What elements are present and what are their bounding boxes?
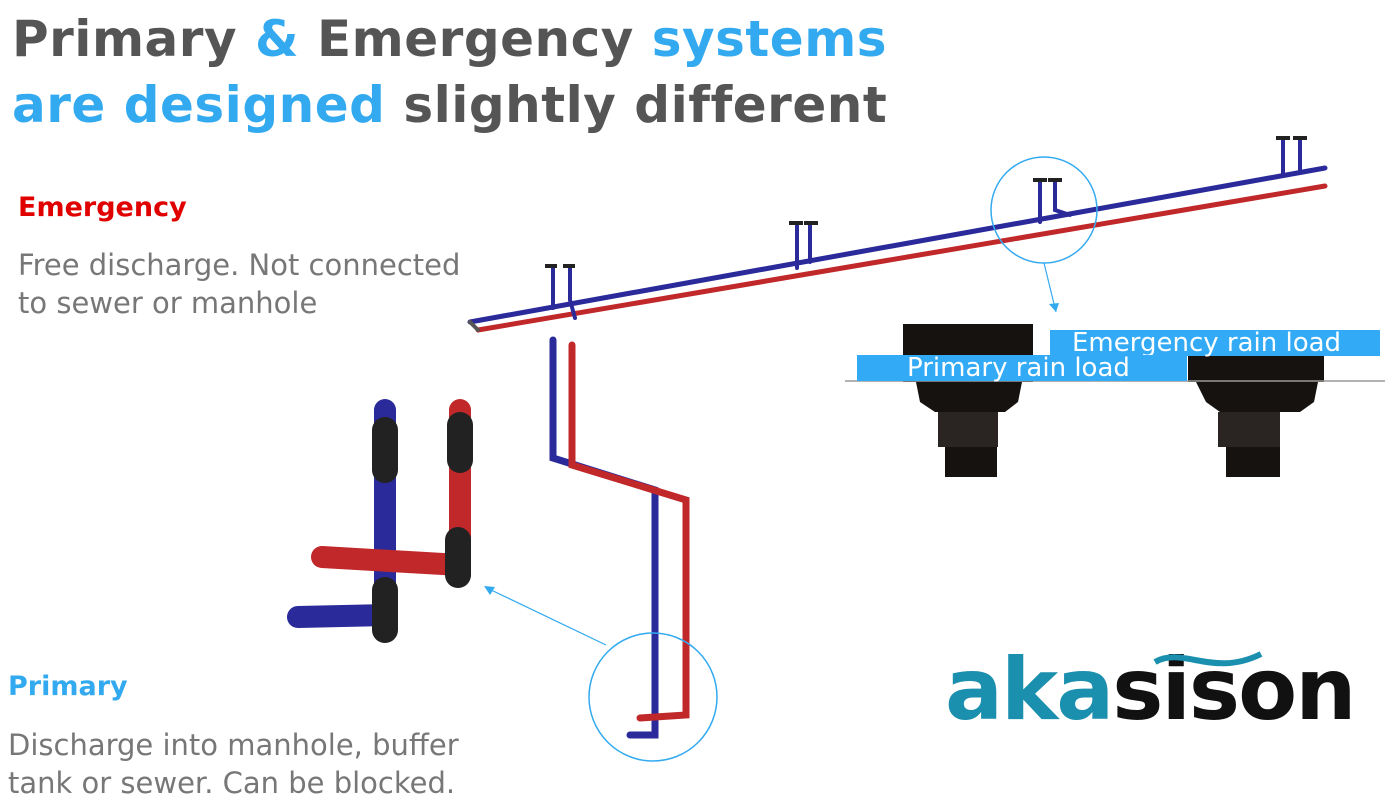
roof-outlets — [545, 136, 1307, 268]
emergency-line-2: to sewer or manhole — [18, 286, 318, 320]
slide-title: Primary & Emergency systems are designed… — [12, 6, 887, 138]
primary-description: Discharge into manhole, buffer tank or s… — [8, 726, 459, 802]
primary-line-2: tank or sewer. Can be blocked. — [8, 766, 456, 800]
zoom-circle-bottom — [588, 632, 718, 762]
emergency-line-1: Free discharge. Not connected — [18, 248, 461, 282]
title-different: slightly different — [403, 76, 888, 134]
title-emergency: Emergency — [317, 10, 634, 68]
primary-heading: Primary — [8, 671, 128, 702]
primary-rain-load-label: Primary rain load — [857, 355, 1187, 381]
akasison-logo: akasison — [945, 640, 1356, 740]
emergency-rain-load-label: Emergency rain load — [1050, 330, 1380, 356]
primary-line-1: Discharge into manhole, buffer — [8, 728, 459, 762]
roof-pipes — [467, 138, 1328, 739]
logo-sison: sison — [1112, 640, 1356, 740]
emergency-heading: Emergency — [18, 192, 187, 223]
wave-icon — [1153, 651, 1263, 667]
emergency-description: Free discharge. Not connected to sewer o… — [18, 246, 460, 322]
logo-aka: aka — [945, 640, 1114, 740]
title-designed: are designed — [12, 76, 386, 134]
title-amp: & — [254, 10, 300, 68]
pointer-arrow-bottom — [486, 587, 607, 646]
title-systems: systems — [651, 10, 888, 68]
title-primary: Primary — [12, 10, 238, 68]
pipe-detail-3d — [287, 399, 473, 643]
